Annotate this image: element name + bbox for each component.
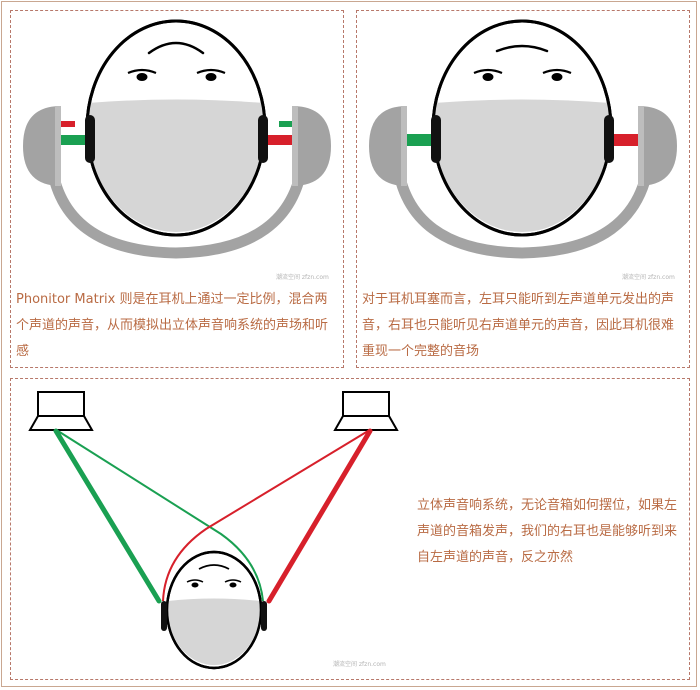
right-headphone-cup-icon [638, 106, 677, 186]
head-icon [165, 550, 263, 670]
speakers-illustration [28, 391, 399, 670]
headband-icon [45, 155, 309, 259]
matrix-illustration [23, 19, 331, 259]
caption-headphones: 对于耳机耳塞而言，左耳只能听到左声道单元发出的声音，右耳也只能听见右声道单元的声… [362, 292, 675, 359]
headphones-illustration [369, 19, 677, 259]
left-ear-icon [161, 601, 167, 631]
watermark: 潮流空间 zfzn.com [622, 274, 675, 281]
left-crossfeed-bar [61, 121, 75, 127]
caption-speakers: 立体声音响系统，无论音箱如何摆位，如果左声道的音箱发声，我们的右耳也是能够听到来… [417, 498, 678, 565]
left-channel-bar [407, 134, 431, 146]
watermark: 潮流空间 zfzn.com [276, 274, 329, 281]
watermark: 潮流空间 zfzn.com [333, 661, 386, 668]
right-channel-bar [614, 134, 638, 146]
sound-path-lines [53, 428, 373, 604]
right-speaker-icon [333, 391, 399, 431]
right-ear-icon [261, 601, 267, 631]
right-crossfeed-bar [279, 121, 292, 127]
left-headphone-cup-icon [369, 106, 407, 186]
right-headphone-cup-icon [292, 106, 331, 186]
left-channel-bar [61, 135, 85, 145]
head-icon [85, 19, 267, 237]
head-icon [431, 19, 613, 237]
left-headphone-cup-icon [23, 106, 61, 186]
left-ear-icon [85, 115, 95, 163]
left-ear-icon [431, 115, 441, 163]
panel-matrix-crossfeed: 潮流空间 zfzn.com Phonitor Matrix 则是在耳机上通过一定… [10, 10, 344, 368]
caption-matrix: Phonitor Matrix 则是在耳机上通过一定比例，混合两个声道的声音，从… [16, 292, 329, 359]
headband-icon [391, 155, 655, 259]
right-channel-bar [268, 135, 292, 145]
right-ear-icon [604, 115, 614, 163]
panel-headphones: 潮流空间 zfzn.com 对于耳机耳塞而言，左耳只能听到左声道单元发出的声音，… [356, 10, 690, 368]
left-speaker-icon [28, 391, 94, 431]
panel-speakers: 潮流空间 zfzn.com 立体声音响系统，无论音箱如何摆位，如果左声道的音箱发… [10, 378, 690, 680]
right-ear-icon [258, 115, 268, 163]
